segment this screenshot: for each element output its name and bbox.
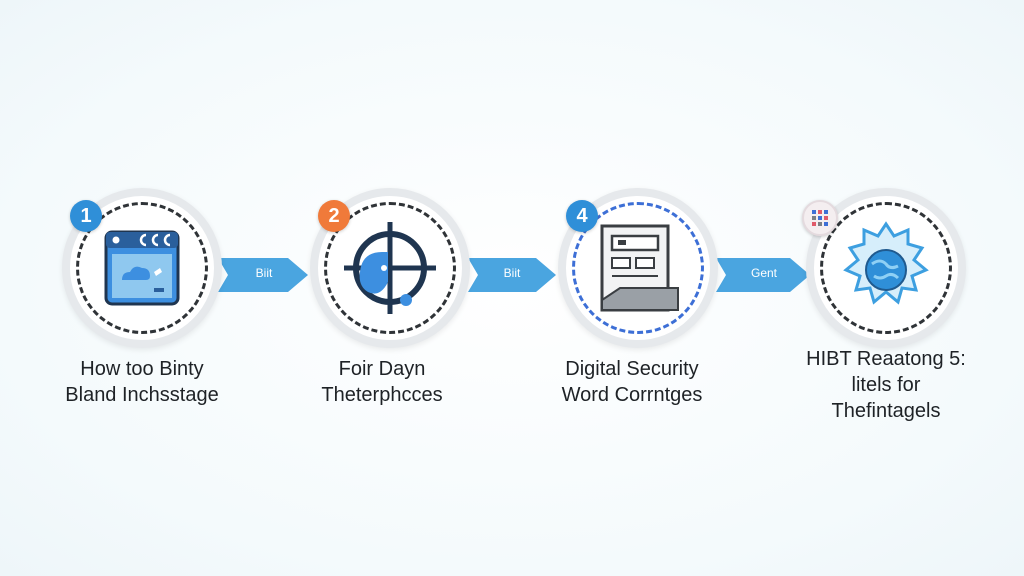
step-4-badge-grid-icon [802,200,838,236]
step-1-badge: 1 [70,200,102,232]
step-4-caption-line3: Thefintagels [831,400,941,422]
arrow-1-label: Biit [255,266,273,280]
crosshair-target-icon [344,222,436,314]
step-2-caption-line2: Theterphcces [321,384,443,406]
step-2-caption-line1: Foir Dayn [338,358,426,380]
step-3-caption-line1: Digital Security [565,358,699,380]
step-2-badge: 2 [318,200,350,232]
step-1-caption: How too Binty Bland Inchsstage [32,356,252,408]
arrow-3-to-4 [716,258,810,292]
step-4-caption: HIBT Reaatong 5: litels for Thefintagels [776,346,996,424]
arrow-2-to-3 [468,258,556,292]
step-1-caption-line2: Bland Inchsstage [65,384,219,406]
arrow-2-label: Biit [503,266,521,280]
step-2-caption: Foir Dayn Theterphcces [272,356,492,408]
arrow-3-label: Gent [750,266,777,280]
browser-window-icon [104,230,180,306]
arrow-1-to-2 [218,258,308,292]
step-3-caption-line2: Word Corrntges [561,384,703,406]
globe-splash-icon [843,221,929,305]
step-3-badge: 4 [566,200,598,232]
step-3-caption: Digital Security Word Corrntges [522,356,742,408]
step-4-caption-line1: HIBT Reaatong 5: [806,348,966,370]
step-1-caption-line1: How too Binty [80,358,204,380]
step-4-caption-line2: litels for [851,374,921,396]
server-document-icon [600,224,679,312]
